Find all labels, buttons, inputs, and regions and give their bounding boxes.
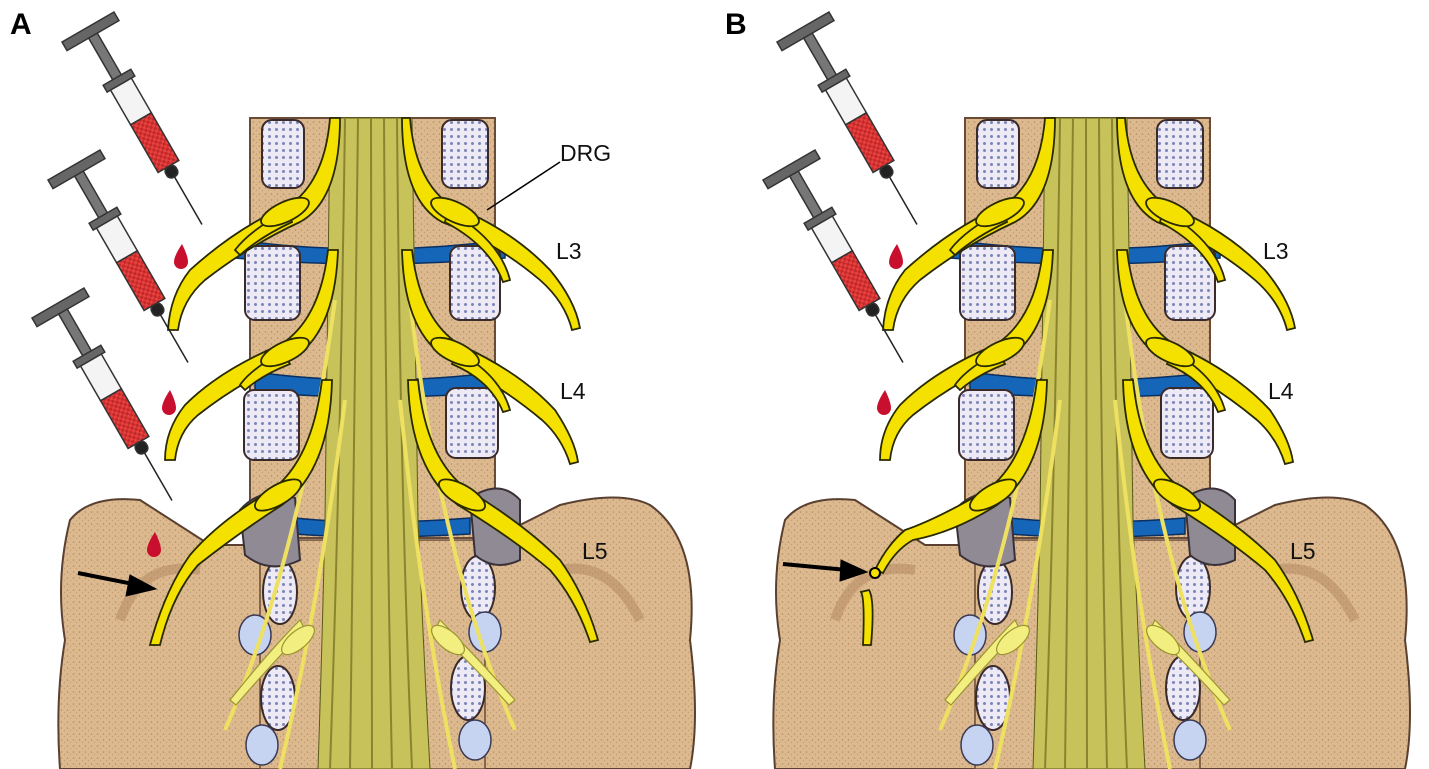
panel-b: B L3 L4 L5 xyxy=(715,0,1429,769)
syringe-1 xyxy=(60,10,203,225)
level-label-l3: L3 xyxy=(556,238,582,264)
arrow-icon xyxy=(77,571,158,597)
panel-a: A DRG L3 L4 L5 xyxy=(0,0,714,769)
level-label-l3: L3 xyxy=(1263,238,1289,264)
level-label-l5: L5 xyxy=(582,538,608,564)
syringe-2 xyxy=(761,148,904,363)
blood-drop xyxy=(889,244,903,269)
blood-drop xyxy=(162,390,176,415)
cauda-equina xyxy=(317,117,431,769)
blood-drop xyxy=(877,390,891,415)
blood-drop xyxy=(174,244,188,269)
panel-letter: B xyxy=(725,8,747,41)
arrow-icon xyxy=(782,559,869,582)
level-label-l5: L5 xyxy=(1290,538,1316,564)
drg-label: DRG xyxy=(560,140,612,166)
syringe-2 xyxy=(46,148,189,363)
transected-nerve-stump xyxy=(859,588,874,646)
spine-illustration-b xyxy=(761,10,1411,769)
cauda-equina xyxy=(1032,117,1146,769)
blood-drop xyxy=(147,532,161,557)
syringe-3 xyxy=(30,286,173,501)
level-label-l4: L4 xyxy=(560,378,586,404)
syringe-1 xyxy=(775,10,918,225)
spine-illustration-a xyxy=(30,10,696,769)
level-label-l4: L4 xyxy=(1268,378,1294,404)
panel-letter: A xyxy=(10,8,32,41)
ligation-point xyxy=(869,567,881,579)
